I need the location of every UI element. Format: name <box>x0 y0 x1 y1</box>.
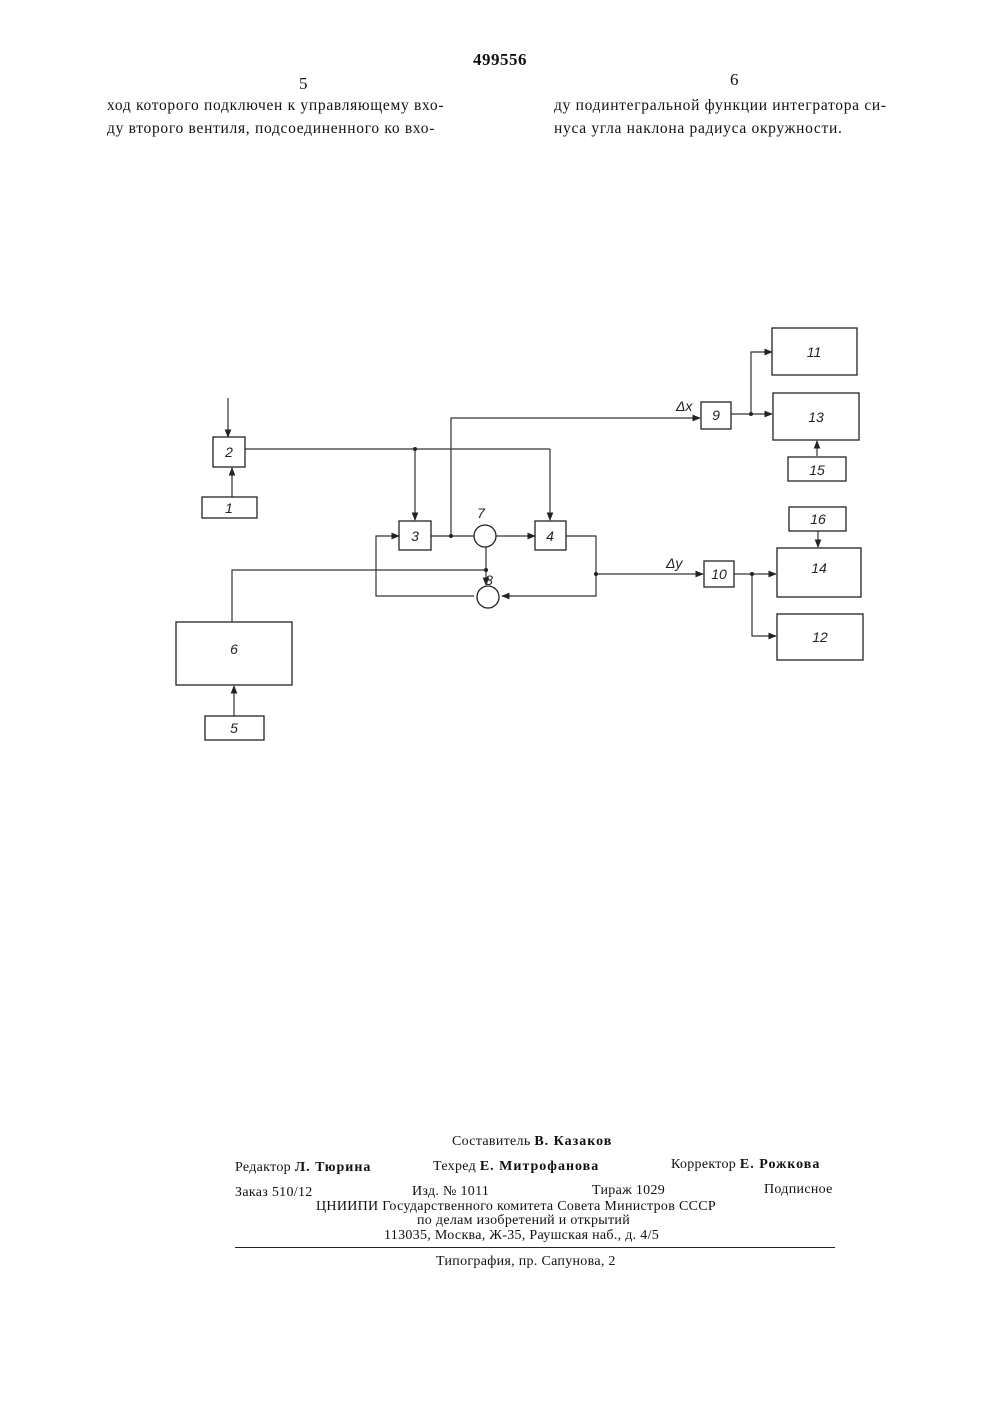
svg-text:8: 8 <box>485 572 493 588</box>
wire-9-to-11 <box>751 352 772 414</box>
block-10: 10 <box>704 561 734 587</box>
svg-text:9: 9 <box>712 407 720 423</box>
svg-text:7: 7 <box>477 505 486 521</box>
junction-dots <box>413 412 754 576</box>
organization-line-2: по делам изобретений и открытий <box>417 1213 630 1229</box>
svg-text:1: 1 <box>225 500 233 516</box>
node-7: 7 <box>474 505 496 547</box>
block-1: 1 <box>202 497 257 518</box>
corrector-line: Корректор Е. Рожкова <box>671 1157 820 1173</box>
block-3: 3 <box>399 521 431 550</box>
subscription: Подписное <box>764 1182 833 1198</box>
address-line: 113035, Москва, Ж-35, Раушская наб., д. … <box>384 1228 659 1244</box>
svg-text:6: 6 <box>230 641 238 657</box>
wire-10-to-12 <box>752 574 776 636</box>
block-12: 12 <box>777 614 863 660</box>
node-8: 8 <box>477 572 499 608</box>
svg-text:11: 11 <box>807 344 822 360</box>
diagram-wires <box>228 352 818 716</box>
svg-text:15: 15 <box>809 462 825 478</box>
block-15: 15 <box>788 457 846 481</box>
svg-text:16: 16 <box>810 511 826 527</box>
block-13: 13 <box>773 393 859 440</box>
techred-line: Техред Е. Митрофанова <box>433 1159 599 1175</box>
block-14: 14 <box>777 548 861 597</box>
printing-house: Типография, пр. Сапунова, 2 <box>436 1254 616 1270</box>
svg-text:4: 4 <box>546 528 554 544</box>
block-9: 9 <box>701 402 731 429</box>
block-4: 4 <box>535 521 566 550</box>
svg-text:14: 14 <box>811 560 827 576</box>
block-6: 6 <box>176 622 292 685</box>
svg-text:12: 12 <box>812 629 828 645</box>
editor-line: Редактор Л. Тюрина <box>235 1160 371 1176</box>
wire-8-to-3 <box>376 536 474 596</box>
junction <box>594 572 598 576</box>
block-11: 11 <box>772 328 857 375</box>
svg-text:5: 5 <box>230 720 238 736</box>
compiler-line: Составитель В. Казаков <box>452 1134 612 1150</box>
signal-dx-label: Δx <box>675 398 693 414</box>
block-2: 2 <box>213 437 245 467</box>
wire-dx-to-9 <box>451 418 700 536</box>
signal-dy-label: Δy <box>665 555 683 571</box>
imprint-divider <box>235 1247 835 1248</box>
svg-text:3: 3 <box>411 528 419 544</box>
order-number: Заказ 510/12 <box>235 1185 313 1201</box>
block-5: 5 <box>205 716 264 740</box>
wire-4-to-8 <box>502 536 596 596</box>
svg-text:10: 10 <box>711 566 727 582</box>
junction <box>413 447 417 451</box>
block-16: 16 <box>789 507 846 531</box>
edition-number: Изд. № 1011 <box>412 1184 489 1200</box>
junction <box>449 534 453 538</box>
junction <box>749 412 753 416</box>
svg-text:2: 2 <box>224 444 233 460</box>
junction <box>750 572 754 576</box>
print-run: Тираж 1029 <box>592 1183 665 1199</box>
svg-text:13: 13 <box>808 409 824 425</box>
